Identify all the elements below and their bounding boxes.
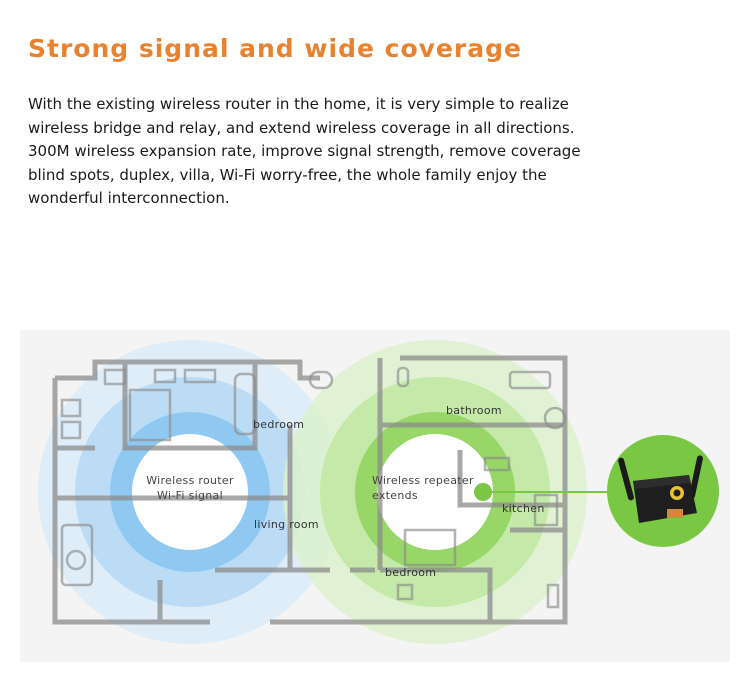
wifi-repeater-icon — [618, 455, 703, 523]
room-label-bedroom-bottom: bedroom — [385, 566, 437, 579]
coverage-diagram: bedroom living room bathroom kitchen bed… — [20, 330, 730, 662]
floor-plan-illustration — [38, 340, 610, 644]
furniture-outlines — [60, 366, 567, 609]
room-label-living-room: living room — [254, 518, 319, 531]
repeater-label: Wireless repeater extends — [372, 473, 482, 503]
description-line: With the existing wireless router in the… — [28, 95, 569, 113]
router-label-line: Wireless router — [146, 474, 234, 487]
room-label-bathroom: bathroom — [446, 404, 502, 417]
floor-plan-walls — [52, 355, 568, 625]
room-label-bedroom-top: bedroom — [253, 418, 305, 431]
description-line: blind spots, duplex, villa, Wi-Fi worry-… — [28, 165, 547, 184]
room-label-kitchen: kitchen — [502, 502, 545, 515]
repeater-device-badge — [607, 435, 719, 547]
router-label-line: Wi-Fi signal — [157, 489, 223, 502]
repeater-label-line: Wireless repeater — [372, 474, 474, 487]
description: With the existing wireless router in the… — [28, 93, 668, 211]
repeater-label-line: extends — [372, 489, 418, 502]
description-line: wonderful interconnection. — [28, 189, 230, 207]
section-heading: Strong signal and wide coverage — [28, 34, 522, 63]
router-label: Wireless router Wi-Fi signal — [135, 473, 245, 503]
description-line: wireless bridge and relay, and extend wi… — [28, 118, 575, 137]
description-line: 300M wireless expansion rate, improve si… — [28, 142, 581, 160]
